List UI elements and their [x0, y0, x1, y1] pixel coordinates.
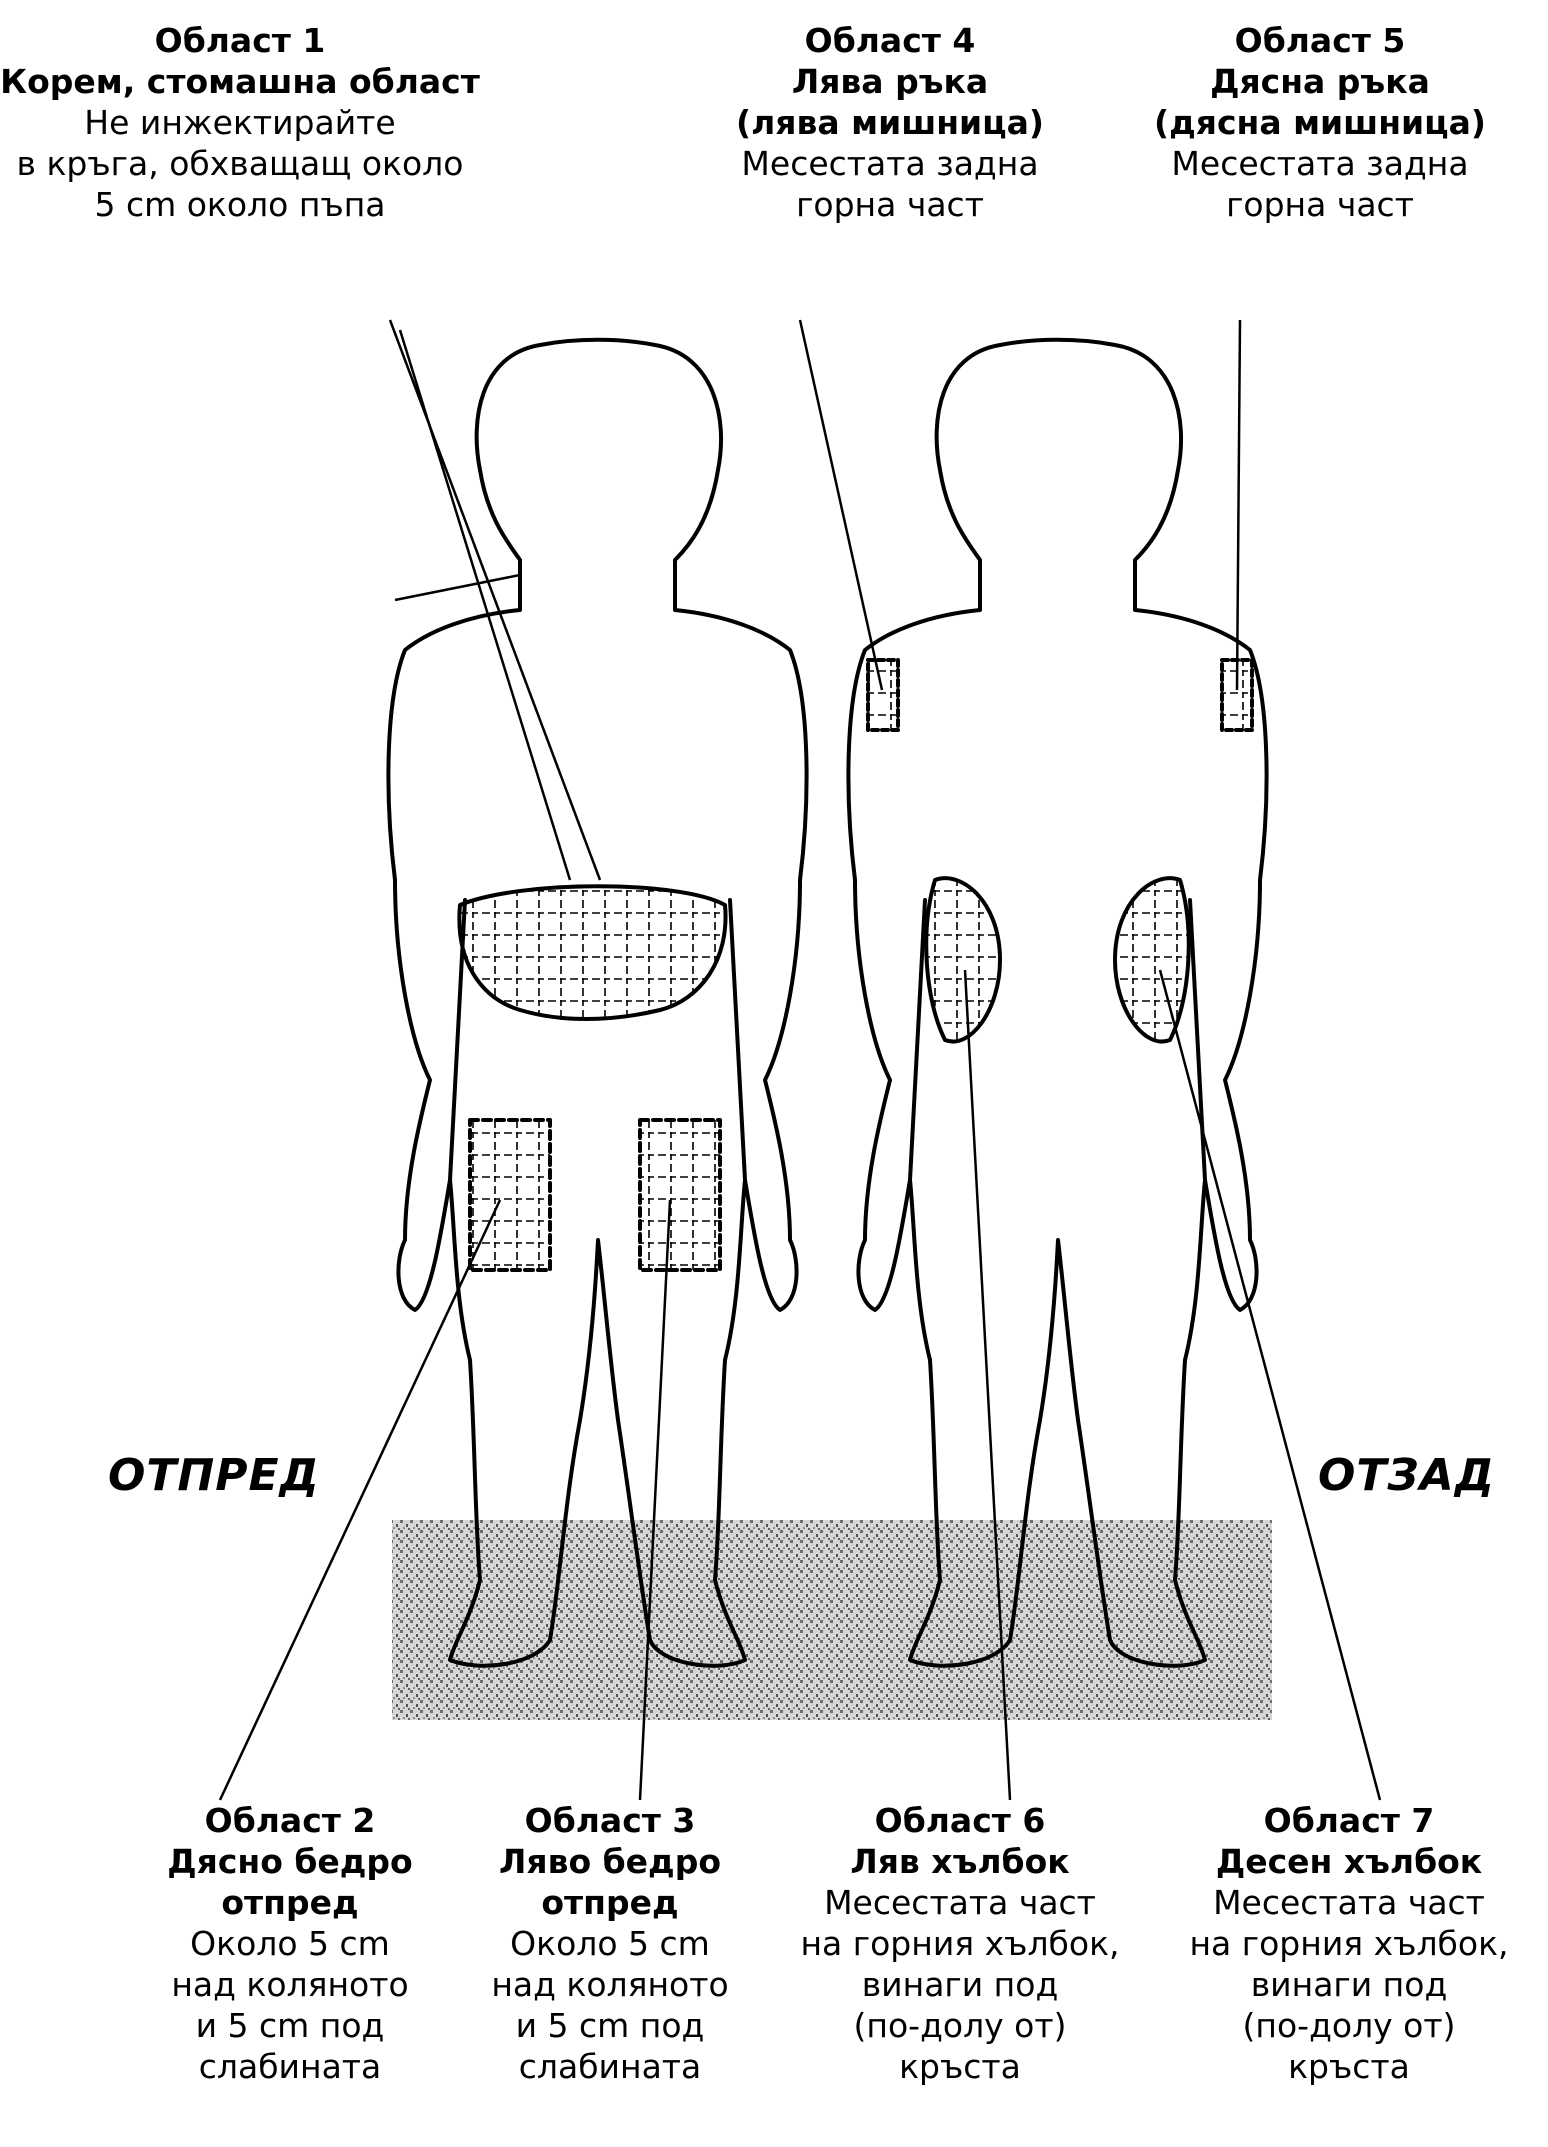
- area-3-label: Област 3 Ляво бедро отпред Около 5 cm на…: [460, 1800, 760, 2087]
- area-7-name: Десен хълбок: [1150, 1841, 1548, 1882]
- ground-mat: [392, 1520, 1272, 1720]
- area-4-title: Област 4: [680, 20, 1100, 61]
- view-back-label: ОТЗАД: [1318, 1450, 1495, 1501]
- area-6-line: винаги под: [760, 1964, 1160, 2005]
- area-5-name: Дясна ръка: [1100, 61, 1540, 102]
- area-1-label: Област 1 Корем, стомашна област Не инжек…: [0, 20, 480, 225]
- area-2-name: Дясно бедро: [140, 1841, 440, 1882]
- area-6-label: Област 6 Ляв хълбок Месестата част на го…: [760, 1800, 1160, 2087]
- pointer-area-1a: [390, 320, 600, 880]
- area-5-name2: (дясна мишница): [1100, 102, 1540, 143]
- area-7-label: Област 7 Десен хълбок Месестата част на …: [1150, 1800, 1548, 2087]
- area-5-line: горна част: [1100, 184, 1540, 225]
- area-2-line: Около 5 cm: [140, 1923, 440, 1964]
- area-7-line: Месестата част: [1150, 1882, 1548, 1923]
- area-3-line: над коляното: [460, 1964, 760, 2005]
- area-6-line: Месестата част: [760, 1882, 1160, 1923]
- pointer-shoulder-front: [395, 575, 520, 600]
- area-7-line: на горния хълбок,: [1150, 1923, 1548, 1964]
- area-4-name: Лява ръка: [680, 61, 1100, 102]
- pointer-area-5: [1237, 320, 1240, 690]
- area-1-line: Не инжектирайте: [0, 102, 480, 143]
- area-3-line: и 5 cm под: [460, 2005, 760, 2046]
- area-2-line: и 5 cm под: [140, 2005, 440, 2046]
- area-4-name2: (лява мишница): [680, 102, 1100, 143]
- area-3-title: Област 3: [460, 1800, 760, 1841]
- area-7-title: Област 7: [1150, 1800, 1548, 1841]
- area-1-title: Област 1: [0, 20, 480, 61]
- area-2-title: Област 2: [140, 1800, 440, 1841]
- area-3-line: Около 5 cm: [460, 1923, 760, 1964]
- back-figure: [848, 340, 1266, 1666]
- area-7-line: кръста: [1150, 2046, 1548, 2087]
- area-3-name: Ляво бедро: [460, 1841, 760, 1882]
- pointer-area-4: [800, 320, 882, 690]
- area-6-name: Ляв хълбок: [760, 1841, 1160, 1882]
- area-6-line: кръста: [760, 2046, 1160, 2087]
- area-6-title: Област 6: [760, 1800, 1160, 1841]
- front-figure: [388, 340, 806, 1666]
- area-1-line: 5 cm около пъпа: [0, 184, 480, 225]
- area-7-line: винаги под: [1150, 1964, 1548, 2005]
- area-1-zone: [459, 886, 725, 1019]
- area-5-label: Област 5 Дясна ръка (дясна мишница) Месе…: [1100, 20, 1540, 225]
- area-2-line: слабината: [140, 2046, 440, 2087]
- area-7-zone: [1115, 878, 1189, 1041]
- area-2-name2: отпред: [140, 1882, 440, 1923]
- area-2-label: Област 2 Дясно бедро отпред Около 5 cm н…: [140, 1800, 440, 2087]
- view-front-label: ОТПРЕД: [108, 1450, 320, 1501]
- area-1-line: в кръга, обхващащ около: [0, 143, 480, 184]
- area-6-zone: [926, 878, 1000, 1041]
- area-4-label: Област 4 Лява ръка (лява мишница) Месест…: [680, 20, 1100, 225]
- area-2-line: над коляното: [140, 1964, 440, 2005]
- area-4-line: горна част: [680, 184, 1100, 225]
- area-1-name: Корем, стомашна област: [0, 61, 480, 102]
- area-2-zone: [470, 1120, 550, 1270]
- area-6-line: (по-долу от): [760, 2005, 1160, 2046]
- area-6-line: на горния хълбок,: [760, 1923, 1160, 1964]
- area-3-name2: отпред: [460, 1882, 760, 1923]
- area-4-line: Месестата задна: [680, 143, 1100, 184]
- area-3-line: слабината: [460, 2046, 760, 2087]
- area-7-line: (по-долу от): [1150, 2005, 1548, 2046]
- pointer-area-1b: [400, 330, 570, 880]
- area-5-line: Месестата задна: [1100, 143, 1540, 184]
- area-4-zone: [868, 660, 898, 730]
- area-3-zone: [640, 1120, 720, 1270]
- area-5-title: Област 5: [1100, 20, 1540, 61]
